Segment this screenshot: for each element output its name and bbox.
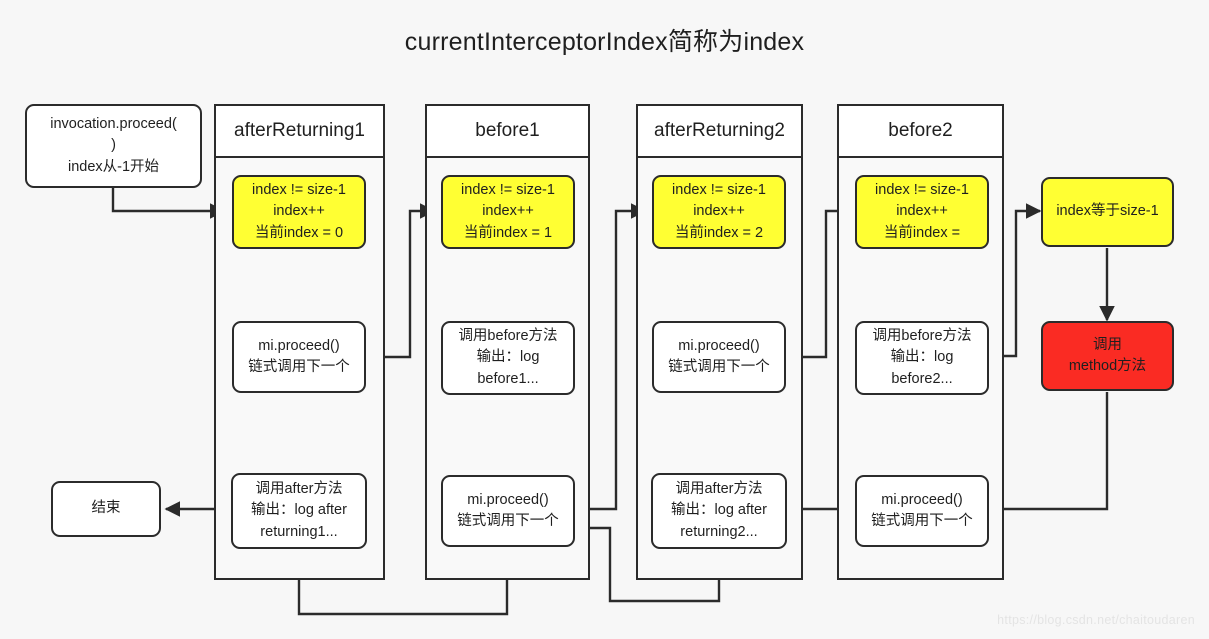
node-afterReturning1-check: index != size-1 index++ 当前index = 0	[232, 175, 366, 249]
watermark: https://blog.csdn.net/chaitoudaren	[997, 613, 1195, 627]
node-afterReturning2-proceed: mi.proceed() 链式调用下一个	[652, 321, 786, 393]
swimlane-header: afterReturning2	[638, 106, 801, 158]
end-node: 结束	[51, 481, 161, 537]
swimlane-header: afterReturning1	[216, 106, 383, 158]
node-terminal-condition: index等于size-1	[1041, 177, 1174, 247]
wire-action-to-proceed4	[987, 392, 1109, 517]
node-afterReturning1-proceed: mi.proceed() 链式调用下一个	[232, 321, 366, 393]
node-before1-check: index != size-1 index++ 当前index = 1	[441, 175, 575, 249]
node-afterReturning2-advice: 调用after方法 输出：log after returning2...	[651, 473, 787, 549]
node-terminal-action: 调用 method方法	[1041, 321, 1174, 391]
wire-entry-to-check1	[111, 188, 226, 219]
node-before1-advice: 调用before方法 输出：log before1...	[441, 321, 575, 395]
swimlane-header: before1	[427, 106, 588, 158]
node-before1-proceed: mi.proceed() 链式调用下一个	[441, 475, 575, 547]
node-afterReturning2-check: index != size-1 index++ 当前index = 2	[652, 175, 786, 249]
page-title: currentInterceptorIndex简称为index	[404, 28, 805, 56]
entry-node: invocation.proceed( ) index从-1开始	[25, 104, 202, 188]
node-before2-advice: 调用before方法 输出：log before2...	[855, 321, 989, 395]
swimlane-header: before2	[839, 106, 1002, 158]
node-before2-proceed: mi.proceed() 链式调用下一个	[855, 475, 989, 547]
node-afterReturning1-advice: 调用after方法 输出：log after returning1...	[231, 473, 367, 549]
node-before2-check: index != size-1 index++ 当前index =	[855, 175, 989, 249]
